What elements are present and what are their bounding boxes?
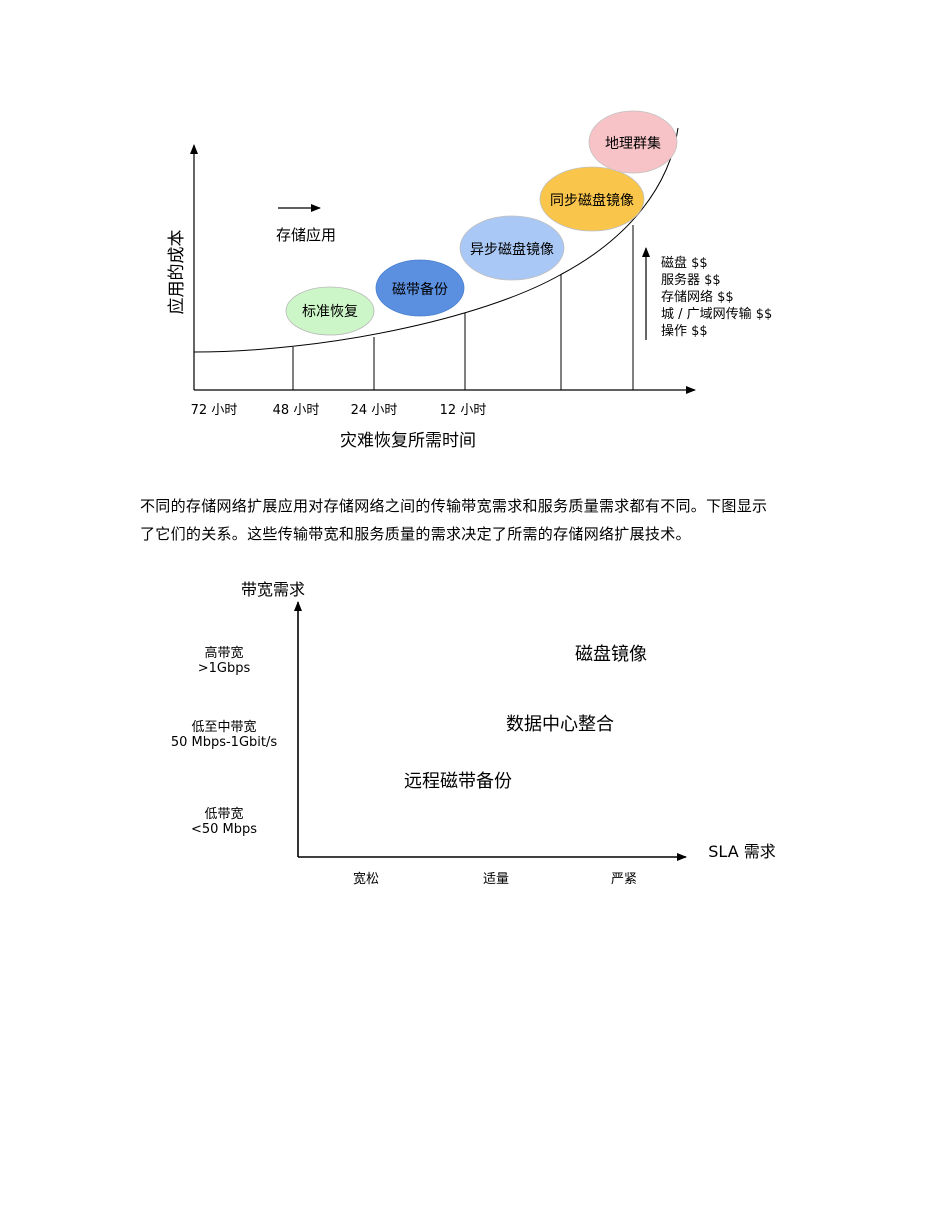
- y-level-range: <50 Mbps: [191, 822, 257, 837]
- x-level: 宽松: [353, 871, 379, 887]
- storage-app-label: 存储应用: [276, 226, 336, 244]
- y-axis-label: 应用的成本: [167, 230, 187, 315]
- item-remote-tape-backup: 远程磁带备份: [404, 771, 512, 792]
- bubble-tape-backup-label: 磁带备份: [392, 281, 448, 298]
- bubble-standard-recovery-label: 标准恢复: [302, 303, 358, 320]
- x-level: 严紧: [611, 872, 637, 887]
- y-level-range: 50 Mbps-1Gbit/s: [171, 735, 278, 750]
- tick-label: 12 小时: [440, 403, 487, 418]
- x-level: 适量: [483, 872, 509, 887]
- tick-label: 24 小时: [351, 403, 398, 418]
- bandwidth-vs-sla-diagram: 带宽需求 SLA 需求 高带宽 >1Gbps 低至中带宽 50 Mbps-1Gb…: [171, 580, 776, 887]
- y-level-name: 低带宽: [204, 806, 243, 822]
- y-level-range: >1Gbps: [198, 661, 251, 676]
- bubble-tape-backup: [375, 259, 465, 317]
- cost-item: 城 / 广域网传输 $$: [661, 306, 772, 322]
- cost-item: 磁盘 $$: [661, 255, 708, 271]
- y-level-name: 低至中带宽: [191, 719, 256, 735]
- y-level-name: 高带宽: [204, 645, 243, 661]
- cost-item: 存储网络 $$: [661, 289, 734, 305]
- bubble-standard-recovery: [285, 286, 375, 336]
- cost-item: 操作 $$: [661, 323, 708, 339]
- tick-label: 48 小时: [273, 403, 320, 418]
- bubble-sync-mirror: [539, 166, 645, 232]
- item-disk-mirror: 磁盘镜像: [575, 644, 647, 665]
- bubble-sync-mirror-label: 同步磁盘镜像: [550, 192, 634, 209]
- y-axis-label: 带宽需求: [241, 580, 305, 599]
- tick-label: 72 小时: [191, 403, 238, 418]
- bubble-async-mirror: [459, 215, 565, 281]
- paragraph-line: 了它们的关系。这些传输带宽和服务质量的需求决定了所需的存储网络扩展技术。: [140, 525, 691, 543]
- paragraph-line: 不同的存储网络扩展应用对存储网络之间的传输带宽需求和服务质量需求都有不同。下图显…: [140, 497, 768, 515]
- bubble-geo-cluster: [588, 110, 678, 174]
- bubble-async-mirror-label: 异步磁盘镜像: [470, 241, 554, 258]
- x-axis-label: SLA 需求: [708, 842, 775, 861]
- cost-vs-recovery-diagram: 存储应用 标准恢复 磁带备份 异步磁盘镜像 同步磁盘镜像 地理群集 磁盘 $$ …: [167, 110, 772, 451]
- item-datacenter-consolidation: 数据中心整合: [506, 714, 614, 735]
- bubble-geo-cluster-label: 地理群集: [605, 135, 661, 152]
- cost-item: 服务器 $$: [661, 272, 721, 288]
- body-paragraph: 不同的存储网络扩展应用对存储网络之间的传输带宽需求和服务质量需求都有不同。下图显…: [140, 492, 820, 548]
- cost-curve: [193, 127, 679, 353]
- x-axis-label: 灾难恢复所需时间: [340, 431, 476, 451]
